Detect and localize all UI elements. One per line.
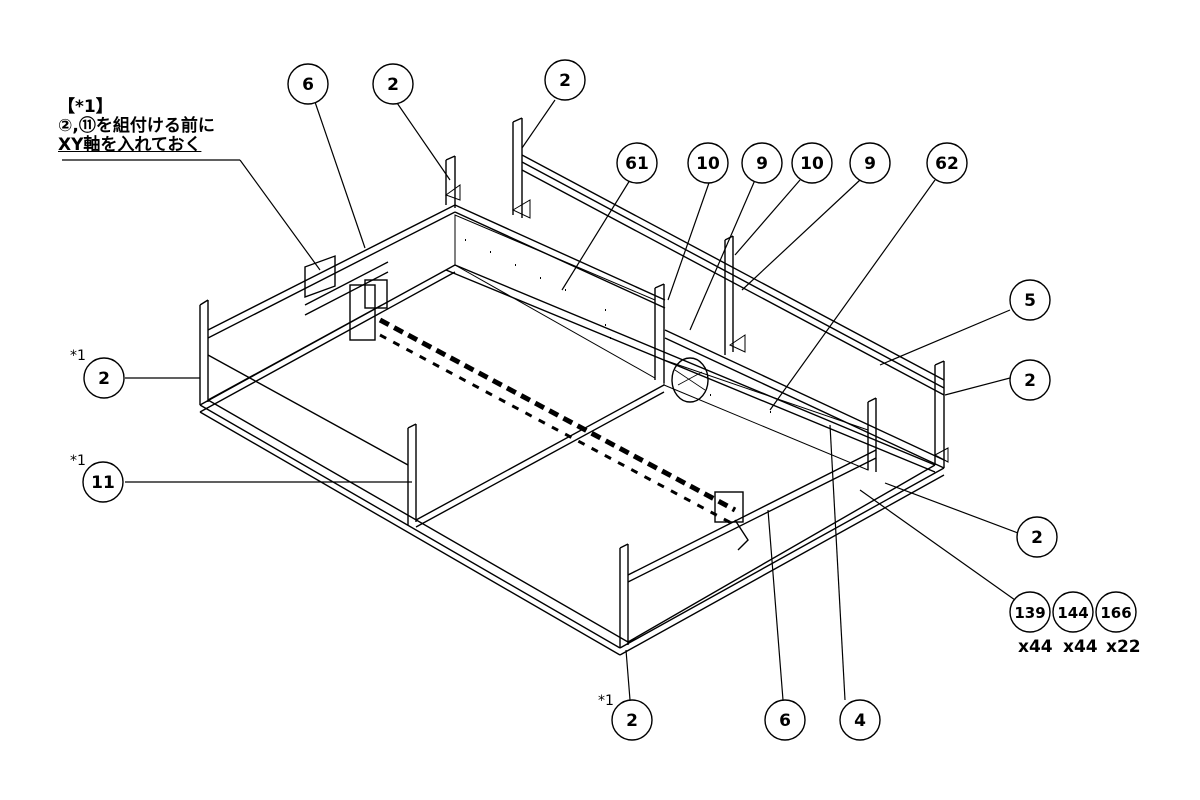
balloon-circle	[791, 142, 833, 184]
quantity-labels: x44 x44 x22	[1018, 637, 1141, 657]
balloon-144: 144	[1052, 591, 1094, 633]
balloon-circle	[687, 142, 729, 184]
balloon-6: 6	[764, 699, 806, 741]
balloon-label: 2	[559, 71, 571, 91]
balloon-10: 10	[791, 142, 833, 184]
note-line-2: XY軸を入れておく	[58, 135, 202, 155]
balloon-label: 4	[854, 711, 866, 731]
balloon-label: 6	[779, 711, 791, 731]
balloon-label: 2	[98, 369, 110, 389]
balloon-circle	[839, 699, 881, 741]
balloon-9: 9	[849, 142, 891, 184]
balloon-circle	[1009, 591, 1051, 633]
balloon-label: 10	[696, 154, 720, 174]
balloon-label: 62	[935, 154, 959, 174]
balloon-circle	[1052, 591, 1094, 633]
balloon-62: 62	[926, 142, 968, 184]
frame-structure	[199, 117, 949, 656]
balloon-circle	[611, 699, 653, 741]
leader-lines	[62, 99, 1019, 701]
balloon-circle	[544, 59, 586, 101]
assembly-note: 【*1】 ②,⑪を組付ける前に XY軸を入れておく	[58, 98, 215, 155]
note-tag: 【*1】	[58, 97, 113, 117]
balloon-circle	[287, 63, 329, 105]
balloon-2: 2	[1009, 359, 1051, 401]
asterisk-label: *1	[70, 348, 86, 364]
balloon-2: 2	[372, 63, 414, 105]
balloon-circle	[1095, 591, 1137, 633]
balloon-139: 139	[1009, 591, 1051, 633]
balloon-label: 61	[625, 154, 649, 174]
balloon-6: 6	[287, 63, 329, 105]
balloon-11: 11	[82, 461, 124, 503]
balloon-label: 2	[1031, 528, 1043, 548]
asterisk-label: *1	[598, 693, 614, 709]
balloon-circle	[764, 699, 806, 741]
balloon-label: 166	[1100, 604, 1131, 622]
balloon-circle	[372, 63, 414, 105]
balloon-circle	[849, 142, 891, 184]
balloon-2: 2	[544, 59, 586, 101]
balloon-label: 2	[1024, 371, 1036, 391]
balloon-label: 139	[1014, 604, 1045, 622]
balloon-label: 9	[864, 154, 876, 174]
balloon-circle	[82, 461, 124, 503]
balloon-9: 9	[741, 142, 783, 184]
balloon-4: 4	[839, 699, 881, 741]
balloon-label: 10	[800, 154, 824, 174]
balloon-2: 2	[611, 699, 653, 741]
balloon-61: 61	[616, 142, 658, 184]
balloon-circle	[1009, 279, 1051, 321]
balloon-label: 5	[1024, 291, 1036, 311]
note-line-1: ②,⑪を組付ける前に	[58, 116, 215, 136]
balloon-label: 2	[626, 711, 638, 731]
quantity-label-144: x44	[1063, 637, 1098, 657]
quantity-label-139: x44	[1018, 637, 1053, 657]
balloon-circle	[1009, 359, 1051, 401]
balloon-circle	[1016, 516, 1058, 558]
asterisk-labels: *1 *1 *1	[70, 348, 614, 709]
balloon-10: 10	[687, 142, 729, 184]
balloon-circle	[616, 142, 658, 184]
asterisk-label: *1	[70, 453, 86, 469]
balloon-label: 11	[91, 473, 115, 493]
balloon-166: 166	[1095, 591, 1137, 633]
balloon-2: 2	[1016, 516, 1058, 558]
balloon-label: 2	[387, 75, 399, 95]
balloon-label: 9	[756, 154, 768, 174]
balloon-circle	[83, 357, 125, 399]
balloon-2: 2	[83, 357, 125, 399]
balloon-circle	[741, 142, 783, 184]
balloon-label: 6	[302, 75, 314, 95]
quantity-label-166: x22	[1106, 637, 1141, 657]
balloon-label: 144	[1057, 604, 1088, 622]
balloon-circle	[926, 142, 968, 184]
balloon-5: 5	[1009, 279, 1051, 321]
